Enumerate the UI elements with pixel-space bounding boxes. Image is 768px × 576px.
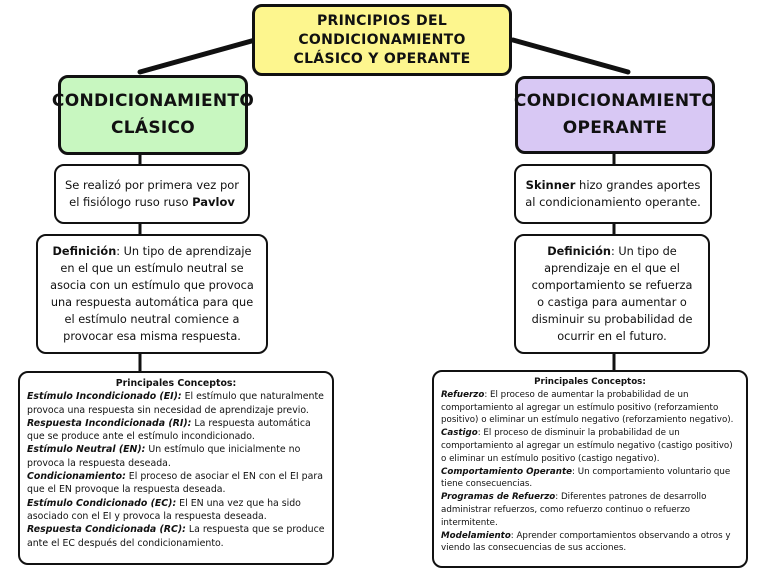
- right-origin-text: Skinner hizo grandes aportes al condicio…: [525, 178, 701, 209]
- left-definition-node: Definición: Un tipo de aprendizaje en el…: [36, 234, 268, 354]
- concept-item: Modelamiento: Aprender comportamientos o…: [441, 530, 731, 554]
- right-concepts-node: Principales Conceptos: Refuerzo: El proc…: [432, 370, 748, 568]
- connector-root-right: [510, 37, 631, 75]
- left-origin-text: Se realizó por primera vez por el fisiól…: [64, 178, 240, 209]
- concept-item: Estímulo Neutral (EN): Un estímulo que i…: [27, 444, 301, 469]
- concept-item: Castigo: El proceso de disminuir la prob…: [441, 428, 733, 464]
- concept-item: Condicionamiento: El proceso de asociar …: [27, 471, 323, 496]
- left-title-node: CONDICIONAMIENTO CLÁSICO: [52, 75, 254, 155]
- right-definition-text: Definición: Un tipo de aprendizaje en el…: [531, 245, 693, 343]
- left-title: CONDICIONAMIENTO CLÁSICO: [51, 91, 255, 138]
- concept-item: Respuesta Incondicionada (RI): La respue…: [27, 417, 311, 443]
- root-node: PRINCIPIOS DEL CONDICIONAMIENTO CLÁSICO …: [252, 4, 512, 76]
- definition-label: Definición: [547, 245, 611, 258]
- connector-root-left: [137, 37, 258, 75]
- skinner-name: Skinner: [525, 178, 576, 192]
- right-origin-node: Skinner hizo grandes aportes al condicio…: [514, 164, 712, 224]
- concept-item: Estímulo Condicionado (EC): El EN una ve…: [27, 497, 301, 522]
- concept-item: Comportamiento Operante: Un comportamien…: [441, 466, 731, 490]
- pavlov-name: Pavlov: [192, 195, 235, 209]
- left-definition-text: Definición: Un tipo de aprendizaje en el…: [50, 245, 254, 343]
- left-concepts-title: Principales Conceptos:: [115, 378, 237, 389]
- concept-item: Programas de Refuerzo: Diferentes patron…: [441, 492, 707, 528]
- right-concepts-title: Principales Conceptos:: [534, 377, 646, 387]
- left-origin-node: Se realizó por primera vez por el fisiól…: [54, 164, 250, 224]
- root-title: PRINCIPIOS DEL CONDICIONAMIENTO CLÁSICO …: [293, 12, 471, 67]
- left-concepts-node: Principales Conceptos: Estímulo Incondic…: [18, 371, 334, 565]
- concept-item: Respuesta Condicionada (RC): La respuest…: [27, 524, 325, 549]
- right-title: CONDICIONAMIENTO OPERANTE: [513, 91, 717, 138]
- concept-item: Refuerzo: El proceso de aumentar la prob…: [441, 389, 734, 426]
- right-title-node: CONDICIONAMIENTO OPERANTE: [513, 76, 717, 154]
- concept-item: Estímulo Incondicionado (EI): El estímul…: [27, 391, 324, 416]
- definition-label: Definición: [52, 245, 117, 258]
- right-definition-node: Definición: Un tipo de aprendizaje en el…: [514, 234, 710, 354]
